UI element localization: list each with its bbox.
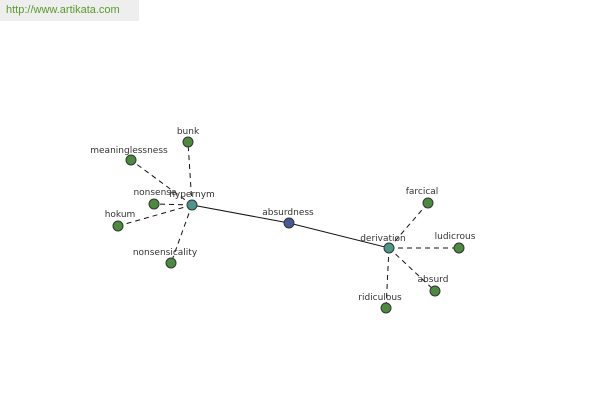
- edge-derivation-absurd: [388, 247, 436, 292]
- edge-hypernym-nonsensicality: [170, 204, 193, 264]
- label-hypernym: hypernym: [169, 190, 215, 200]
- edge-center-hypernym: [191, 204, 290, 224]
- node-nonsense[interactable]: [148, 198, 160, 210]
- label-bunk: bunk: [177, 127, 200, 137]
- label-absurd: absurd: [418, 275, 449, 285]
- edge-center-derivation: [288, 222, 390, 249]
- node-ludicrous[interactable]: [453, 242, 465, 254]
- label-derivation: derivation: [360, 234, 406, 244]
- edge-derivation-farcical: [388, 202, 429, 249]
- edge-hypernym-hokum: [117, 204, 193, 227]
- label-meaninglessness: meaninglessness: [90, 146, 168, 156]
- node-center[interactable]: [283, 217, 295, 229]
- label-nonsensicality: nonsensicality: [133, 248, 198, 258]
- label-ridiculous: ridiculous: [358, 293, 402, 303]
- node-absurd[interactable]: [429, 285, 441, 297]
- node-bunk[interactable]: [182, 136, 194, 148]
- edge-derivation-ridiculous: [385, 247, 390, 309]
- watermark-url[interactable]: http://www.artikata.com: [6, 4, 120, 16]
- node-nonsensicality[interactable]: [165, 257, 177, 269]
- node-meaninglessness[interactable]: [125, 154, 137, 166]
- node-hypernym[interactable]: [186, 199, 198, 211]
- node-hokum[interactable]: [112, 220, 124, 232]
- label-hokum: hokum: [105, 210, 136, 220]
- node-farcical[interactable]: [422, 197, 434, 209]
- label-ludicrous: ludicrous: [435, 232, 476, 242]
- label-farcical: farcical: [406, 187, 439, 197]
- watermark-banner: http://www.artikata.com: [0, 0, 139, 21]
- node-ridiculous[interactable]: [380, 302, 392, 314]
- edge-hypernym-nonsense: [153, 203, 193, 206]
- edge-hypernym-meaninglessness: [130, 159, 193, 206]
- label-nonsense: nonsense: [133, 188, 177, 198]
- edge-hypernym-bunk: [187, 141, 193, 206]
- node-derivation[interactable]: [383, 242, 395, 254]
- label-center: absurdness: [262, 208, 314, 218]
